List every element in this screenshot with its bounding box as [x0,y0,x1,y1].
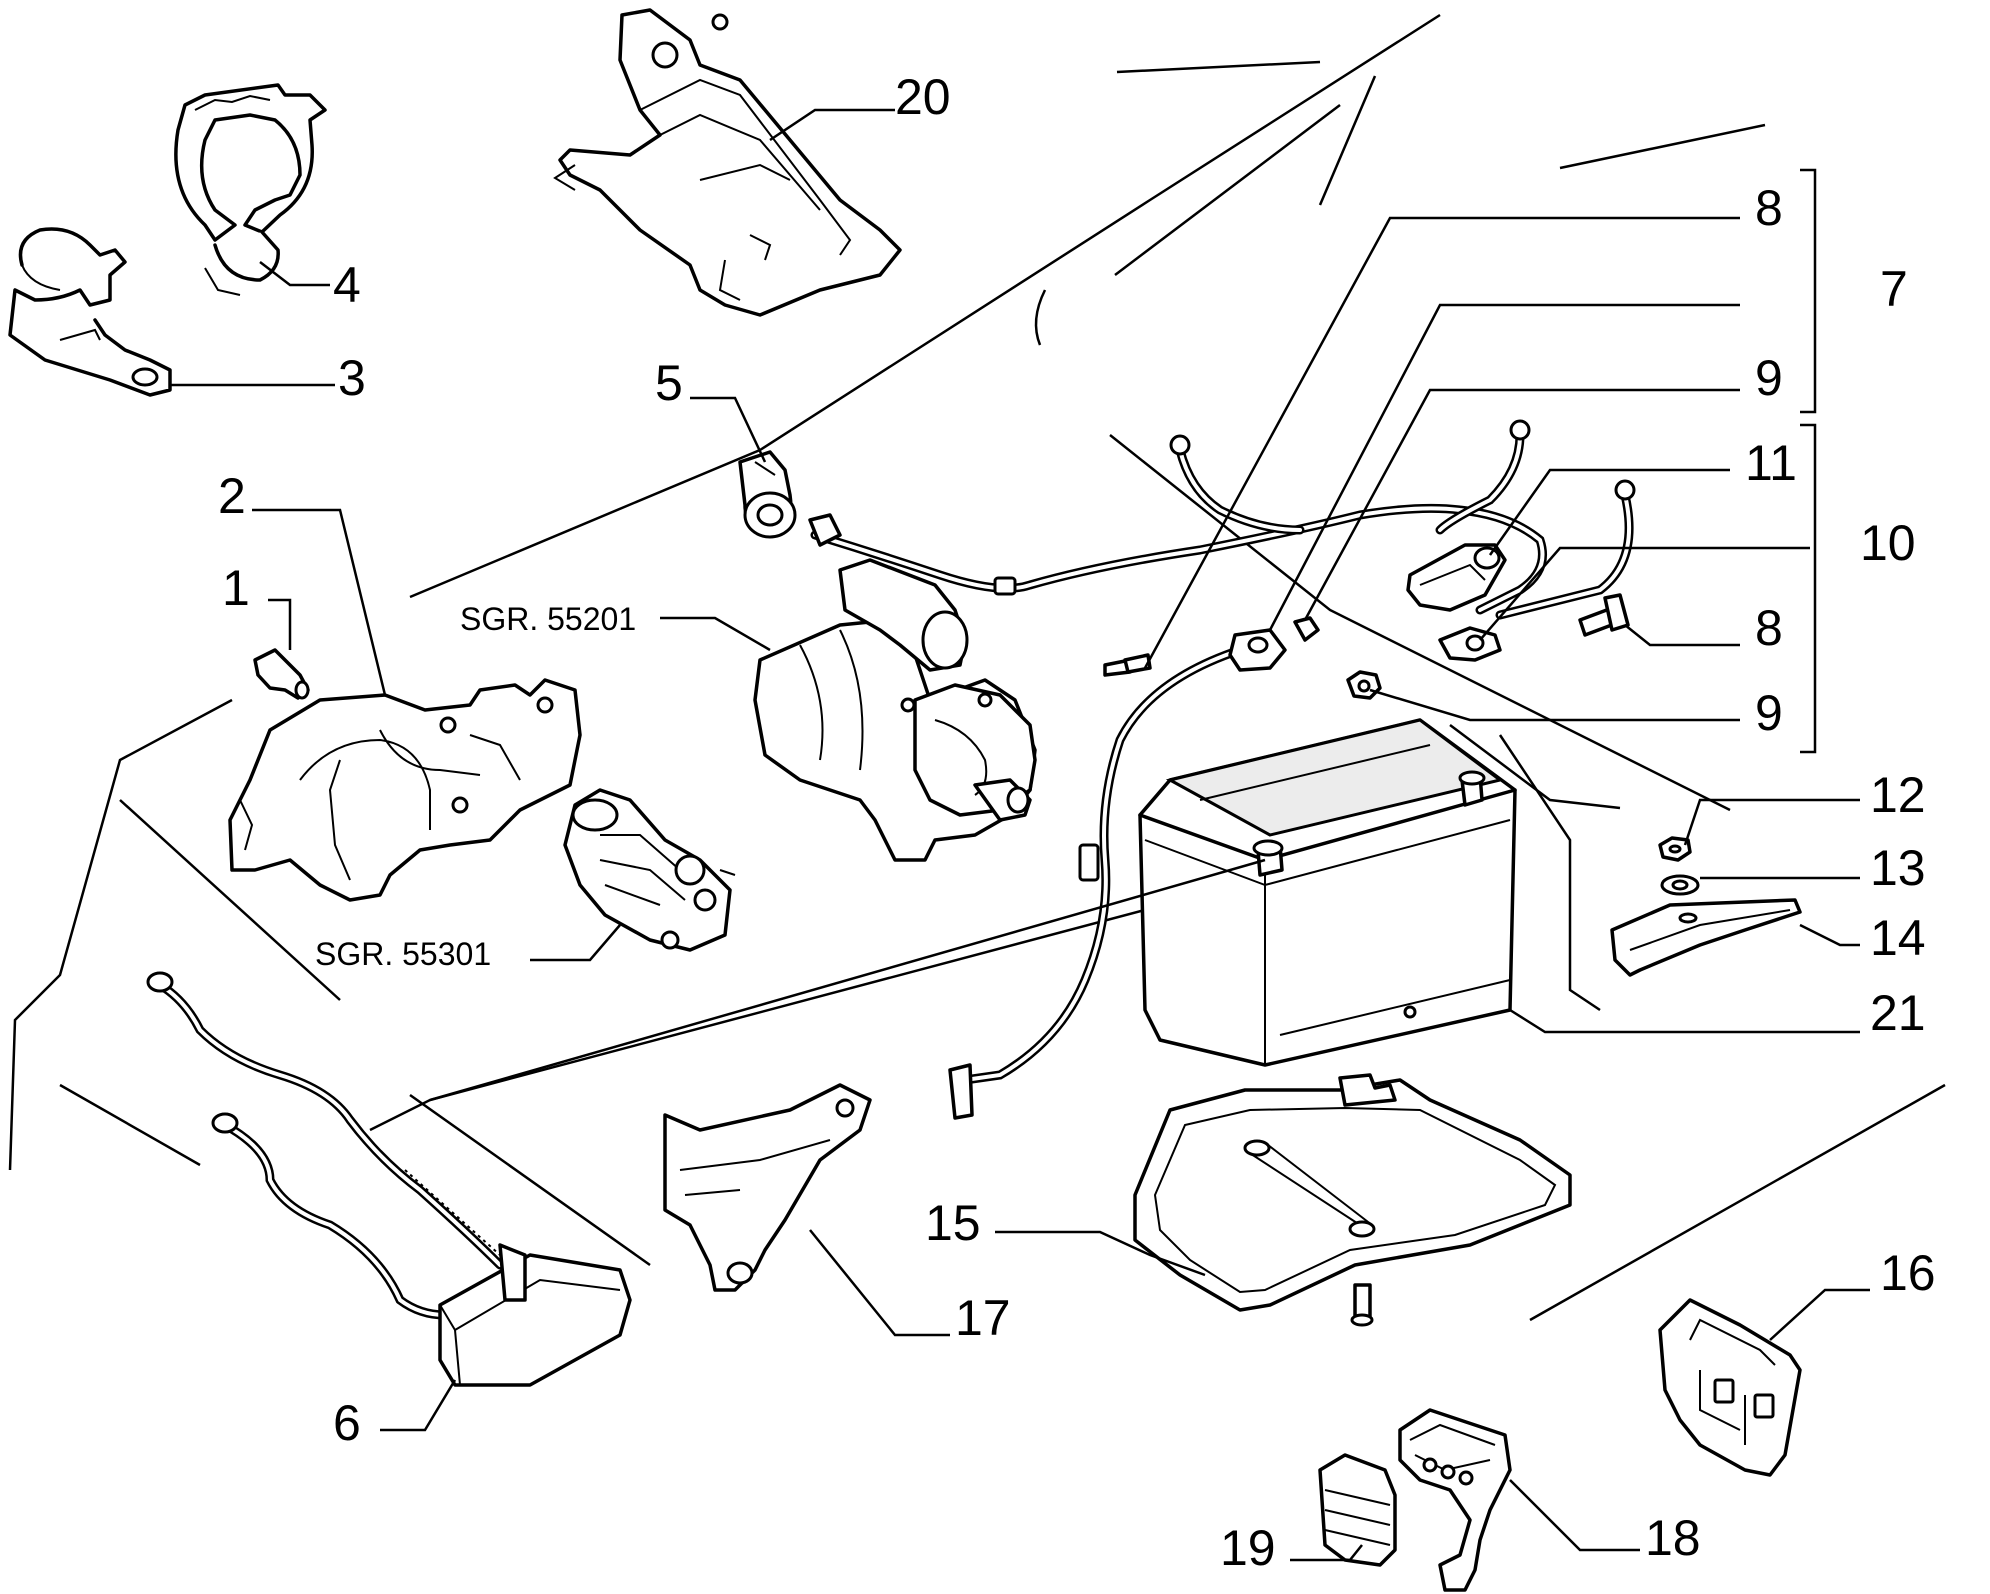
fuse-holder-part-20 [1398,1408,1512,1592]
callout-5: 5 [655,355,683,411]
bracket-part-18 [553,8,902,317]
callout-8-bottom: 8 [1755,600,1783,656]
terminal-cover-part-11 [1406,543,1507,612]
leader-lines [170,108,1870,1562]
grommet-part-5 [738,450,797,539]
hold-down-clamp-part-14 [1610,898,1802,977]
callout-3: 3 [338,350,366,406]
connector-block-part-21 [1318,1453,1397,1567]
starter-group-reference: SGR. 55201 [460,601,636,637]
callout-4: 4 [333,257,361,313]
callout-1: 1 [222,560,250,616]
callout-21: 19 [1220,1520,1276,1576]
bolt-part-8-right [1578,593,1630,637]
callout-13: 13 [1870,840,1926,896]
cover-part-2 [228,678,582,902]
vehicle-body-outline [8,13,1946,1322]
alternator-group-reference: SGR. 55301 [315,936,491,972]
battery-cable-assembly-part-6 [146,971,632,1387]
washer-part-13 [1660,874,1700,896]
fuse-box-part-16 [1658,1298,1802,1477]
callout-numbers: 20 4 3 5 2 1 6 8 7 9 11 10 8 9 12 13 14 … [218,69,1936,1576]
callout-10: 10 [1860,515,1916,571]
callout-15: 15 [925,1195,981,1251]
clamp-part-4 [174,83,327,296]
callout-12: 12 [1870,767,1926,823]
alternator [563,788,736,952]
support-bracket-part-17 [663,1083,872,1292]
starter-motor [753,558,1037,862]
callout-9-top: 9 [1755,350,1783,406]
callout-6: 6 [333,1395,361,1451]
callout-16: 16 [1880,1245,1936,1301]
callout-7: 7 [1880,261,1908,317]
battery-tray-part-15 [1133,1073,1572,1327]
negative-terminal-part-10 [1438,626,1502,662]
positive-battery-cable [948,616,1320,1120]
starter-wiring-harness [808,419,1636,620]
nut-part-9-right [1346,670,1382,700]
callout-20: 18 [1645,1510,1701,1566]
callout-8-top: 8 [1755,180,1783,236]
leader-battery-to-cable [429,858,1266,1102]
callout-11: 11 [1745,435,1797,491]
clip-part-3 [8,227,172,397]
callout-17: 17 [955,1290,1011,1346]
callout-18: 20 [895,69,951,125]
battery-part-19 [1138,718,1517,1067]
bolt-part-1 [253,648,310,700]
callout-9-bottom: 9 [1755,685,1783,741]
callout-2: 2 [218,468,246,524]
callout-14: 14 [1870,910,1926,966]
nut-part-12 [1658,836,1692,862]
callout-19: 21 [1870,985,1926,1041]
